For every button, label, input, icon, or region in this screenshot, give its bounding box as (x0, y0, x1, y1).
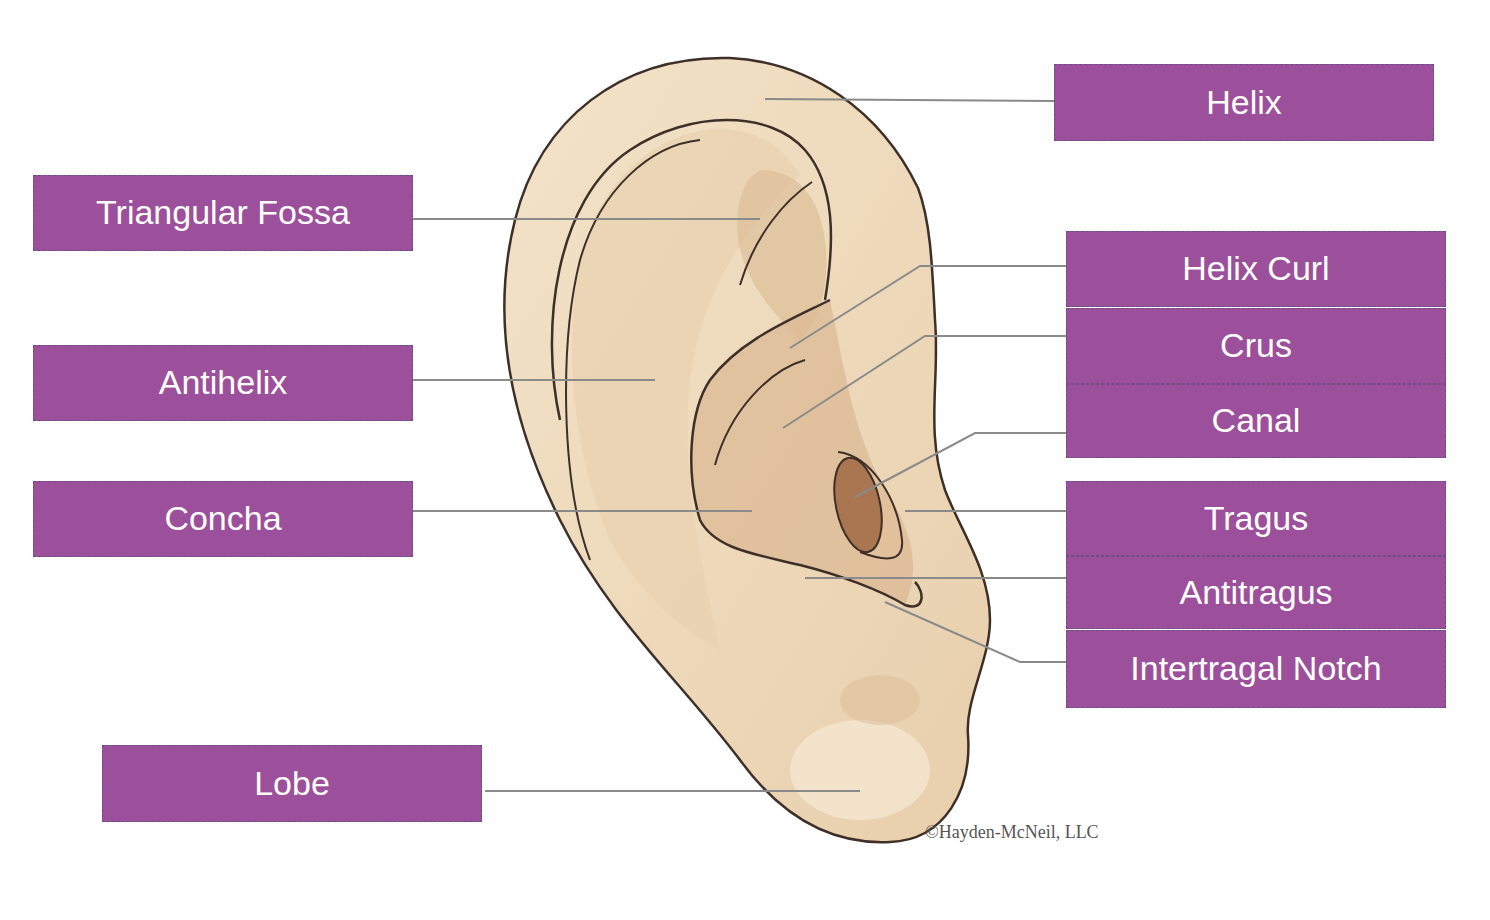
label-box: Helix Curl (1066, 231, 1446, 307)
copyright-note: ©Hayden-McNeil, LLC (925, 822, 1099, 843)
label-box: Crus (1066, 308, 1446, 384)
label-box: Antihelix (33, 345, 413, 421)
part-name: Tragus (1204, 499, 1309, 538)
label-box: Triangular Fossa (33, 175, 413, 251)
part-name: Helix (1206, 83, 1282, 122)
part-name: Antihelix (159, 363, 288, 402)
part-name: Lobe (254, 764, 330, 803)
label-box: Canal (1066, 384, 1446, 458)
part-name: Antitragus (1179, 573, 1332, 612)
label-box: Concha (33, 481, 413, 557)
part-name: Intertragal Notch (1130, 649, 1381, 688)
label-box: Helix (1054, 64, 1434, 141)
part-name: Concha (164, 499, 281, 538)
label-box: Lobe (102, 745, 482, 822)
part-name: Canal (1212, 401, 1301, 440)
part-name: Triangular Fossa (96, 193, 350, 232)
label-box: Tragus (1066, 481, 1446, 556)
part-name: Helix Curl (1182, 249, 1329, 288)
label-box: Intertragal Notch (1066, 630, 1446, 708)
part-name: Crus (1220, 326, 1292, 365)
label-box: Antitragus (1066, 556, 1446, 629)
